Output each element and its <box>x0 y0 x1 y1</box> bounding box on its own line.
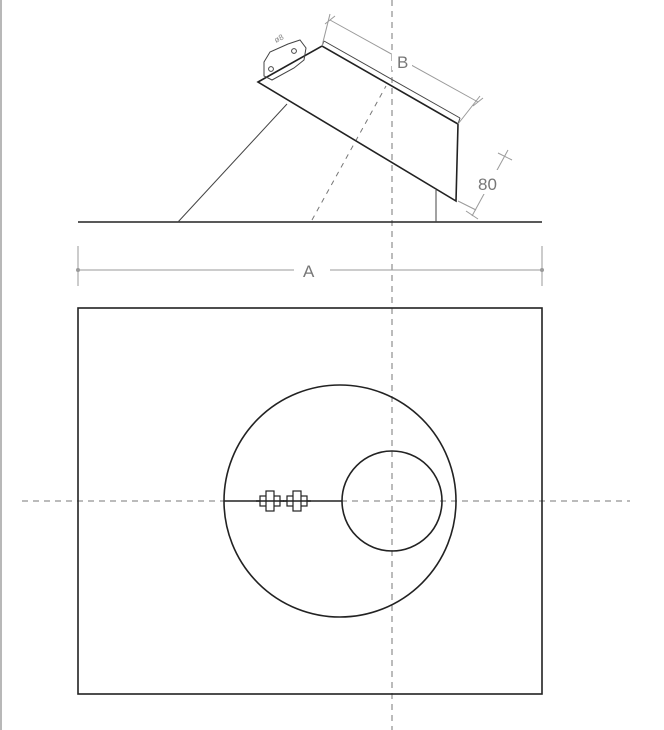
flashing-body <box>256 45 459 203</box>
support-strut <box>177 103 288 223</box>
top-view <box>77 307 543 695</box>
bracket-tab <box>263 39 307 81</box>
left-border <box>0 0 2 730</box>
side-view: ø8 B 80 A <box>76 13 544 286</box>
dimension-80-label: 80 <box>478 175 497 194</box>
bolt-left <box>256 490 284 512</box>
flashing-top-lip <box>323 40 461 119</box>
dimension-b <box>321 13 484 125</box>
dimension-a <box>76 246 544 286</box>
bolt-right <box>283 490 311 512</box>
hole-diameter-label: ø8 <box>273 32 286 45</box>
dimension-b-label: B <box>397 53 408 72</box>
dimension-a-label: A <box>303 262 315 281</box>
base-plate-outline <box>77 307 543 695</box>
dimension-80 <box>457 149 513 220</box>
